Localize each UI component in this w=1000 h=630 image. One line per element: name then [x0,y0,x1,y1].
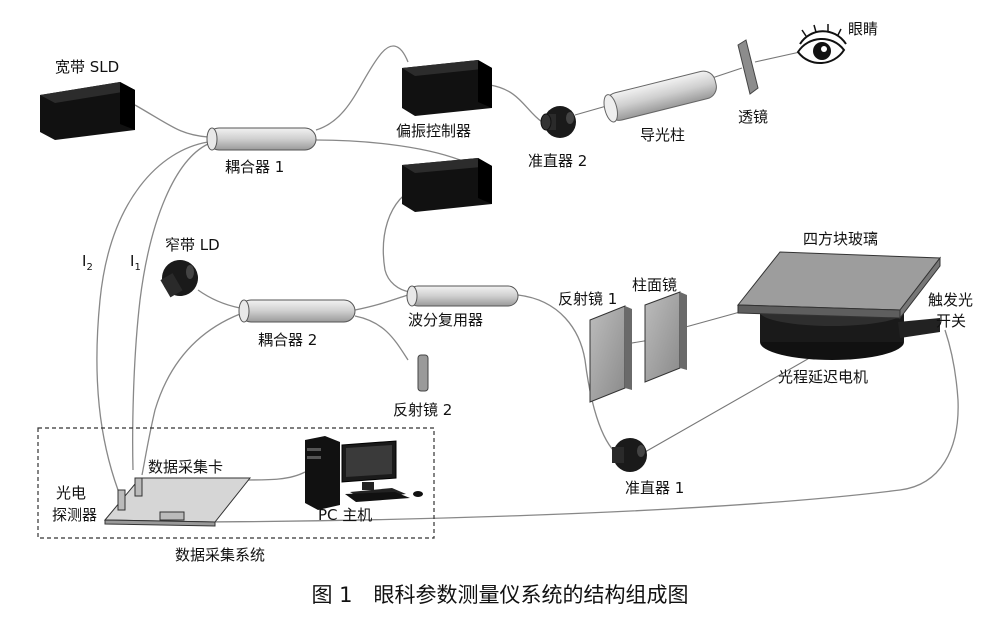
cylindrical-lens-label: 柱面镜 [632,276,677,294]
photodetector-label-line2: 探测器 [52,506,97,524]
glass-block [736,251,941,320]
pc-label: PC 主机 [318,506,372,524]
fiber-connections [96,45,959,523]
coupler1-tube [206,127,317,151]
mirror1 [589,305,632,403]
coupler1-label: 耦合器 1 [225,158,284,176]
coupler2-label: 耦合器 2 [258,331,317,349]
light-guide-label: 导光柱 [640,126,685,144]
light-guide-rod [603,70,717,123]
photodetector-label-line1: 光电 [56,484,86,502]
signal-i2-label: I2 [82,252,93,273]
daq-card-label: 数据采集卡 [148,458,223,476]
narrow-ld-source [160,260,198,298]
trigger-switch-label-line1: 触发光 [928,291,973,309]
narrow-ld-label: 窄带 LD [165,236,220,254]
collimator1-label: 准直器 1 [625,479,684,497]
daq-system-label: 数据采集系统 [175,546,265,564]
mirror2-label: 反射镜 2 [393,401,452,419]
motor-label: 光程延迟电机 [778,368,868,386]
reference-box [402,158,492,212]
mirror2 [417,354,429,392]
signal-i1-label: I1 [130,252,141,273]
mirror1-label: 反射镜 1 [558,290,617,308]
eye-icon [796,24,847,64]
collimator1 [612,438,647,472]
polarization-controller-box [402,60,492,116]
collimator2 [540,106,576,138]
lens-label: 透镜 [738,108,768,126]
trigger-switch-label-line2: 开关 [936,312,966,330]
sld-source-box [40,82,135,140]
cylindrical-lens [644,291,687,383]
coupler2-tube [238,299,356,323]
figure-caption: 图 1 眼科参数测量仪系统的结构组成图 [311,583,688,607]
collimator2-label: 准直器 2 [528,152,587,170]
glass-block-label: 四方块玻璃 [803,230,878,248]
wdm-tube [406,285,519,307]
lens-element [737,39,759,95]
daq-card [103,477,252,527]
polarization-controller-label: 偏振控制器 [396,122,471,140]
computer-icon [305,436,423,510]
eye-label: 眼睛 [848,20,878,38]
wdm-label: 波分复用器 [408,311,483,329]
sld-label: 宽带 SLD [55,58,119,76]
daq-system-frame [37,427,435,539]
